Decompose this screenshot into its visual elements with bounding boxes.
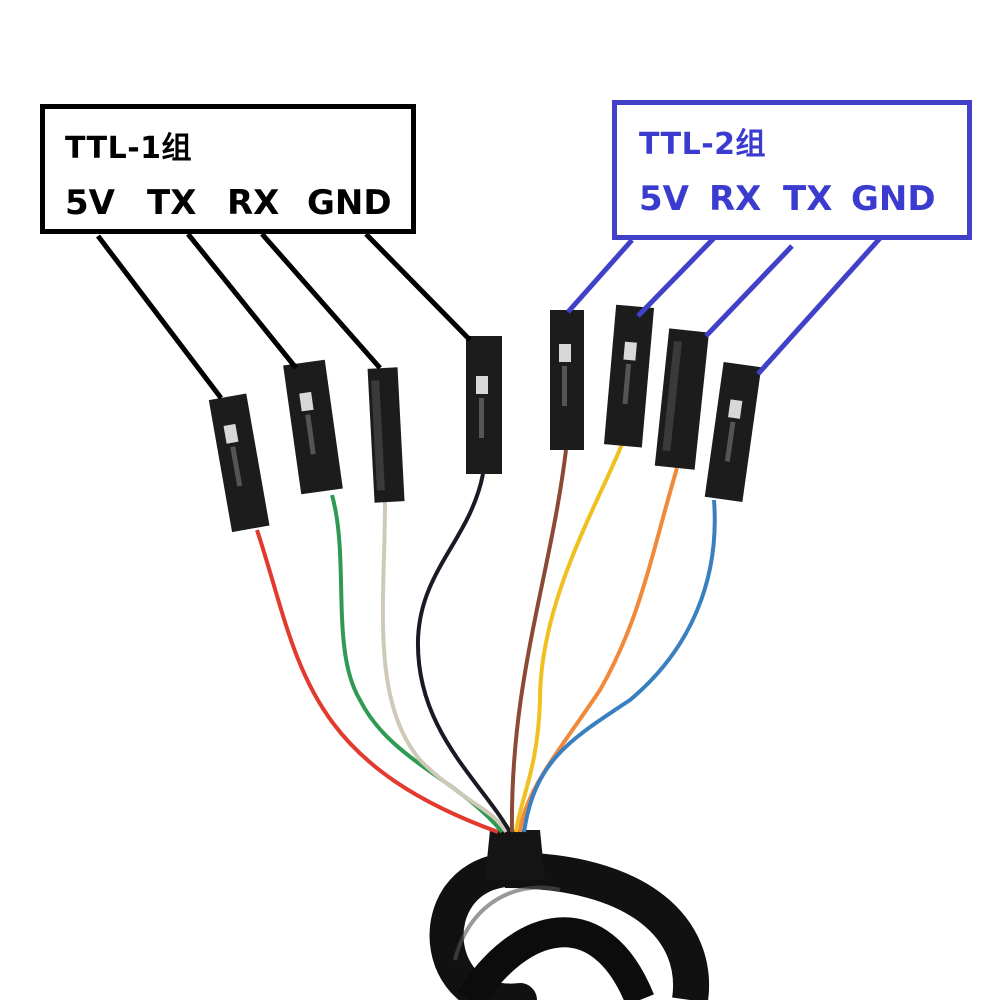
ttl1-pin-rx: RX [227, 183, 280, 223]
leader-line [186, 232, 298, 370]
connector-group-1 [208, 336, 502, 533]
connector-group-2 [550, 304, 762, 502]
dupont-connector [283, 359, 343, 495]
leader-line [96, 234, 223, 400]
leader-line [260, 232, 382, 370]
leader-line [704, 244, 794, 338]
leader-line [364, 232, 472, 342]
wire-black [415, 473, 512, 834]
dupont-connector [704, 362, 762, 502]
ttl1-label-box: TTL-1组 5V TX RX GND [40, 104, 416, 234]
dupont-connector [208, 393, 270, 533]
ttl2-pin-tx: TX [783, 179, 833, 219]
leader-line [636, 234, 718, 318]
ttl1-title: TTL-1组 [65, 131, 193, 166]
wire-white [380, 501, 508, 833]
leader-line [756, 234, 884, 376]
cable-heatshrink [485, 830, 545, 880]
cable-highlight [453, 885, 561, 961]
wire-yellow [514, 443, 624, 833]
cable-coil [457, 917, 654, 1000]
dupont-connector [654, 328, 709, 470]
ttl2-pin-gnd: GND [851, 179, 936, 219]
dupont-connector [466, 336, 502, 474]
cable-coil [504, 852, 710, 1000]
dupont-connector [367, 367, 405, 503]
ttl1-pin-tx: TX [147, 183, 197, 223]
ttl2-title: TTL-2组 [639, 127, 767, 162]
leader-line [566, 238, 634, 314]
ttl2-pin-5v: 5V [639, 179, 689, 219]
ttl2-pin-rx: RX [709, 179, 762, 219]
wire-blue [522, 499, 717, 833]
cable-bundle [429, 830, 710, 1000]
wire-brown [509, 449, 568, 833]
ttl2-label-box: TTL-2组 5V RX TX GND [612, 100, 972, 240]
leader-lines-group-1 [96, 232, 472, 400]
leader-lines-group-2 [566, 234, 884, 376]
dupont-connector [550, 310, 584, 450]
ttl1-pin-5v: 5V [65, 183, 115, 223]
wire-red [255, 529, 499, 834]
dupont-connector [603, 304, 655, 448]
ttl1-pin-gnd: GND [307, 183, 392, 223]
